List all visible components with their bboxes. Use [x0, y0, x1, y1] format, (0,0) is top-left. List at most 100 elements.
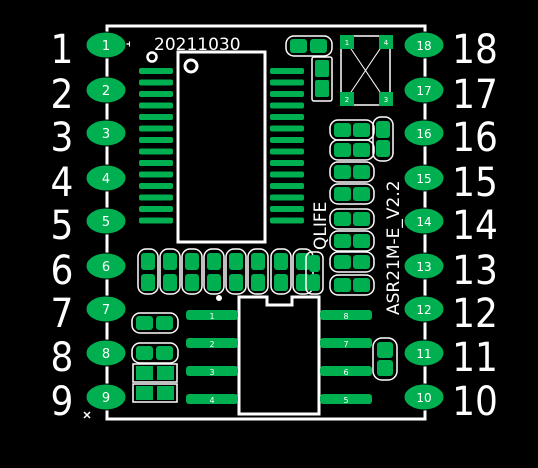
sop8-pad-label-2: 2	[209, 340, 214, 349]
ic-lead-left	[139, 160, 173, 166]
sop8-pad-label-8: 8	[343, 312, 348, 321]
ic-lead-right	[270, 68, 304, 74]
resistor-pad	[141, 253, 155, 270]
sop8-pin1-dot	[216, 295, 222, 301]
ic-lead-left	[139, 68, 173, 74]
resistor-pad	[207, 274, 221, 291]
right-pad-17	[403, 76, 445, 104]
model-label: ASR21M-E_V2.2	[384, 180, 404, 315]
capacitor-outline	[131, 312, 179, 334]
right-pad-label-11: 11	[416, 347, 431, 361]
capacitor-pad	[334, 234, 351, 248]
date-label: 20211030	[154, 35, 241, 55]
resistor-pad	[229, 274, 243, 291]
right-pad-13	[403, 252, 445, 280]
right-pad-label-14: 14	[416, 215, 431, 229]
ic-lead-left	[139, 206, 173, 212]
ic-lead-right	[270, 183, 304, 189]
capacitor-pad	[136, 346, 153, 360]
crystal-cross-b	[344, 39, 387, 102]
capacitor-outline	[285, 35, 333, 57]
main-ic-outline	[176, 50, 267, 244]
resistor-outline	[305, 251, 324, 295]
left-pin-number-7: 7	[51, 291, 74, 337]
ic-lead-left	[139, 79, 173, 86]
left-pad-label-5: 5	[102, 215, 110, 230]
left-pad-8	[85, 339, 127, 367]
capacitor-outline	[329, 274, 375, 296]
crystal-pad-4	[379, 35, 393, 49]
capacitor-pad	[334, 278, 351, 292]
resistor-pad	[274, 253, 288, 270]
left-pin-number-1: 1	[51, 27, 74, 73]
sop8-pad-4	[186, 394, 238, 404]
capacitor-pad	[376, 121, 390, 138]
right-pad-label-18: 18	[416, 39, 431, 53]
capacitor-pad	[376, 140, 390, 157]
capacitor-pad	[353, 165, 370, 179]
right-pad-16	[403, 119, 445, 147]
resistor-outline	[270, 248, 292, 295]
right-pin-number-14: 14	[452, 203, 498, 249]
right-pin-number-15: 15	[452, 160, 498, 206]
capacitor-pad	[353, 212, 370, 226]
left-pad-label-7: 7	[102, 303, 110, 318]
right-pad-label-10: 10	[416, 391, 431, 405]
left-pad-7	[85, 295, 127, 323]
right-pad-label-13: 13	[416, 260, 431, 274]
capacitor-pad	[353, 255, 370, 269]
right-pad-10	[403, 383, 445, 411]
ic-lead-left	[139, 102, 173, 109]
left-pad-4	[85, 164, 127, 192]
capacitor-pad	[136, 366, 153, 380]
sop8-pad-5	[320, 394, 372, 404]
ic-lead-left	[139, 171, 173, 178]
sop8-pad-6	[320, 366, 372, 376]
crystal-outline	[340, 35, 391, 106]
capacitor-outline	[329, 251, 375, 273]
left-pin-number-6: 6	[51, 248, 74, 294]
crystal-pad-label-3: 3	[384, 96, 388, 104]
ic-lead-right	[270, 160, 304, 166]
resistor-outline	[159, 248, 181, 295]
sop8-pad-3	[186, 366, 238, 376]
ic-lead-left	[139, 114, 173, 120]
capacitor-pad	[334, 165, 351, 179]
left-pin-number-3: 3	[51, 115, 74, 161]
capacitor-pad	[156, 346, 173, 360]
ic-lead-right	[270, 114, 304, 120]
right-pad-label-16: 16	[416, 127, 431, 141]
ic-lead-left	[139, 183, 173, 189]
resistor-pad	[296, 253, 310, 270]
sop8-pad-label-4: 4	[209, 396, 214, 405]
ic-lead-left	[139, 91, 173, 97]
sop8-pad-1	[186, 310, 238, 320]
sop8-pad-label-6: 6	[343, 368, 348, 377]
capacitor-pad	[353, 234, 370, 248]
right-pad-11	[403, 339, 445, 367]
capacitor-outline	[329, 161, 375, 183]
left-pad-2	[85, 76, 127, 104]
corner-mark	[83, 411, 91, 419]
pin1-marker	[183, 58, 199, 74]
ic-lead-left	[139, 137, 173, 143]
capacitor-pad	[156, 316, 173, 330]
capacitor-pad	[315, 80, 329, 97]
right-pad-14	[403, 207, 445, 235]
brand-label: QLIFE	[311, 202, 331, 250]
ic-lead-right	[270, 102, 304, 109]
capacitor-pad	[334, 187, 351, 201]
sop8-pad-label-3: 3	[209, 368, 214, 377]
ic-lead-right	[270, 79, 304, 86]
ic-lead-right	[270, 171, 304, 178]
resistor-pad	[309, 255, 320, 272]
right-pin-number-11: 11	[452, 335, 498, 381]
crystal-pad-2	[340, 92, 354, 106]
capacitor-outline	[131, 342, 179, 364]
capacitor-pad	[136, 316, 153, 330]
left-pad-label-4: 4	[102, 172, 110, 187]
capacitor-pad	[157, 366, 174, 380]
sop8-pad-2	[186, 338, 238, 348]
